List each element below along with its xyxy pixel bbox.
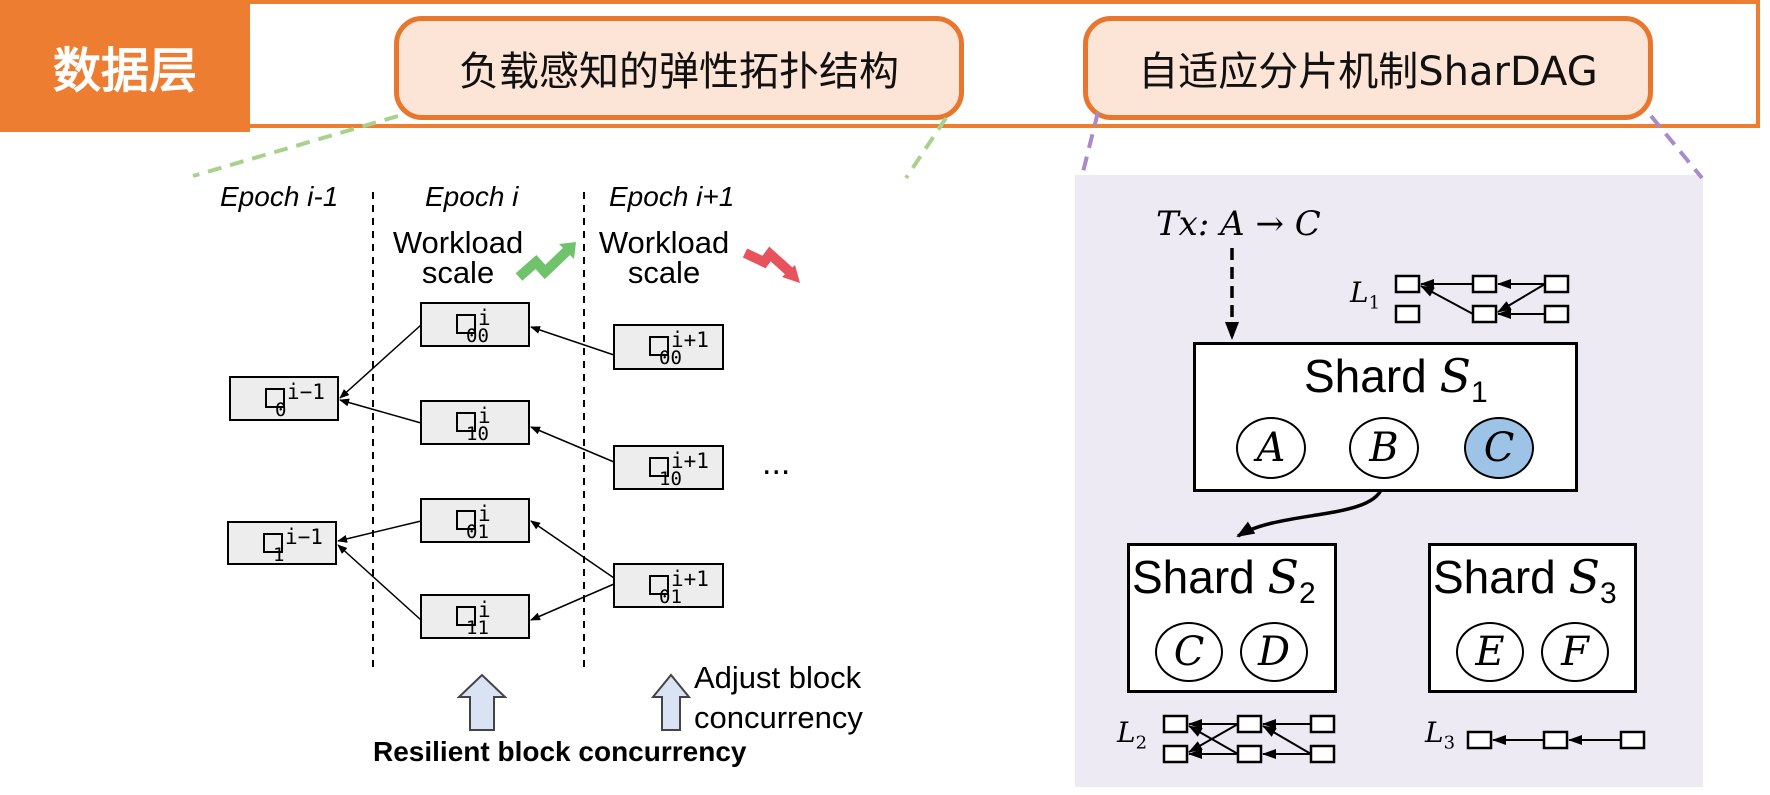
ledger-l2-graph <box>1162 714 1336 764</box>
node-f: F <box>1541 622 1609 682</box>
workload-scale-up: Workload scale <box>392 225 524 290</box>
callout-line-left-b <box>904 116 948 180</box>
topology-pill: 负载感知的弹性拓扑结构 <box>394 16 964 120</box>
workload-down-arrow-head <box>782 265 800 283</box>
shard-s3-title: Shard S3 <box>1433 550 1617 611</box>
epoch-label-next: Epoch i+1 <box>609 181 735 212</box>
workload-up-arrow-head <box>559 242 576 259</box>
node-a: A <box>1236 417 1306 479</box>
node-b: B <box>1349 417 1419 479</box>
ledger-l1-graph <box>1394 274 1570 324</box>
shard-s1-title: Shard S1 <box>1304 349 1488 410</box>
shard-s1: Shard S1 A B C <box>1193 342 1578 492</box>
shard-s2: Shard S2 C D <box>1127 543 1337 693</box>
ellipsis: ... <box>762 444 791 482</box>
header-band <box>250 0 1760 128</box>
ledger-l3-graph <box>1466 730 1646 750</box>
callout-line-left-a <box>192 114 399 178</box>
resilient-up-arrow <box>456 673 508 731</box>
tx-label: Tx: A → C <box>1156 204 1321 244</box>
workload-scale-down: Workload scale <box>598 225 730 290</box>
node-c: C <box>1155 622 1223 682</box>
cross-shard-arrow <box>1236 487 1384 538</box>
adjust-block-concurrency-label: Adjust block concurrency <box>694 660 863 735</box>
resilient-caption: Resilient block concurrency <box>373 736 747 767</box>
shardag-pill: 自适应分片机制SharDAG <box>1083 16 1653 120</box>
layer-label: 数据层 <box>0 0 250 132</box>
ledger-l3-label: L3 <box>1425 716 1456 754</box>
epoch-label-prev: Epoch i-1 <box>220 181 339 212</box>
node-d: D <box>1240 622 1308 682</box>
shard-s3: Shard S3 E F <box>1428 543 1637 693</box>
callout-line-right-a <box>1080 111 1100 177</box>
shard-s2-title: Shard S2 <box>1132 550 1316 611</box>
ledger-l2-label: L2 <box>1117 716 1148 754</box>
adjust-up-arrow <box>650 673 692 731</box>
node-c-highlighted: C <box>1464 417 1534 479</box>
node-e: E <box>1456 622 1524 682</box>
ledger-l1-label: L1 <box>1350 276 1381 314</box>
callout-line-right-b <box>1649 114 1704 180</box>
workload-down-arrow <box>742 246 794 276</box>
epoch-label-current: Epoch i <box>425 181 519 212</box>
workload-up-arrow <box>515 247 571 281</box>
